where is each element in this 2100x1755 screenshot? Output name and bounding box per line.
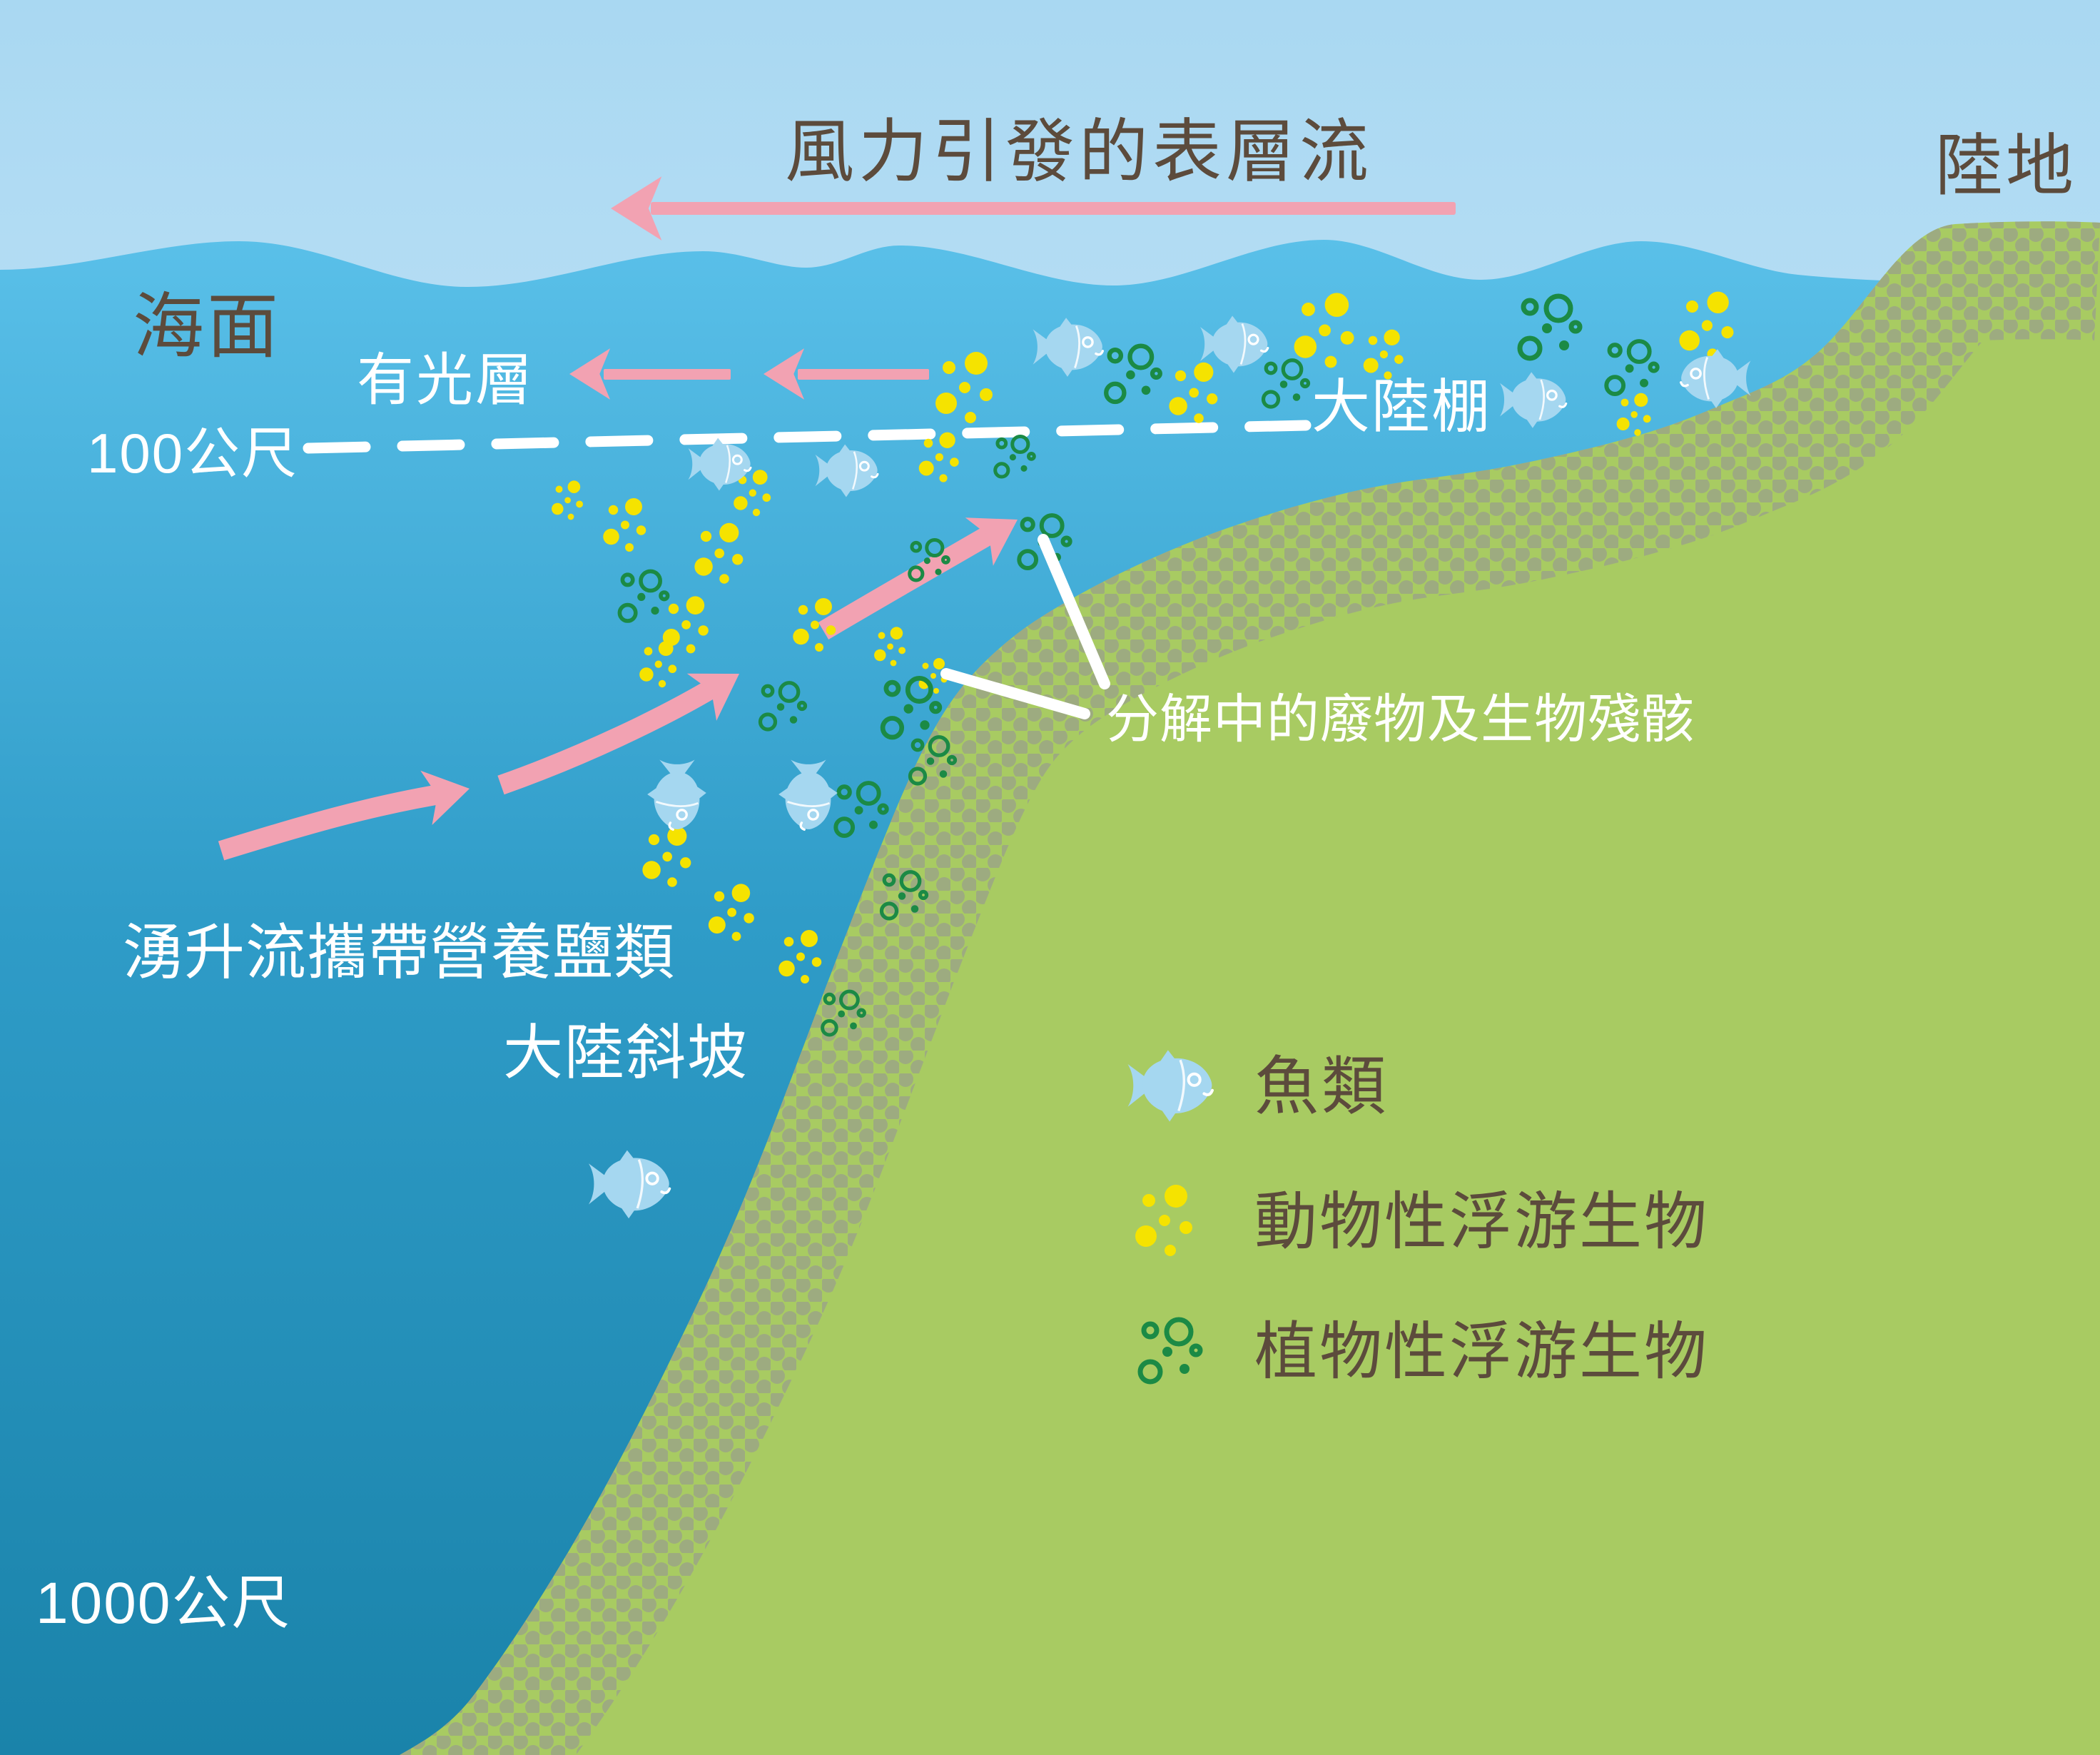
zooplankton-icon (642, 826, 691, 887)
zooplankton-icon (1294, 293, 1354, 368)
phytoplankton-icon (993, 434, 1036, 479)
upwelling-arrow-segment-3 (818, 495, 1032, 640)
zooplankton-icon (778, 930, 822, 983)
upwelling-arrow-segment-2 (497, 649, 754, 795)
label-continental-slope: 大陸斜坡 (503, 1019, 749, 1086)
label-land: 陸地 (1935, 128, 2076, 204)
zooplankton-icon (1169, 362, 1218, 423)
zooplankton-icon (918, 658, 948, 694)
phytoplankton-icon (1137, 1317, 1203, 1385)
zooplankton-icon (734, 470, 771, 517)
phytoplankton-icon (1517, 293, 1583, 361)
zooplankton-icon (708, 884, 754, 941)
phytoplankton-icon (1604, 339, 1660, 396)
phytoplankton-icon (880, 676, 943, 740)
depth-dashed-line (303, 420, 1312, 454)
label-sea-surface: 海面 (133, 287, 281, 367)
zooplankton-icon (935, 352, 993, 423)
phytoplankton-icon (908, 537, 950, 582)
photic-arrow-2 (764, 348, 929, 400)
label-upwelling-nutrients: 湧升流攜帶營養鹽類 (123, 919, 675, 987)
diagram-title: 風力引發的表層流 (785, 113, 1373, 191)
phytoplankton-icon (879, 870, 929, 921)
zooplankton-icon (918, 432, 959, 482)
photic-arrow-1 (569, 348, 731, 400)
pointer-line-2 (940, 668, 1090, 719)
zooplankton-icon (603, 498, 646, 552)
phytoplankton-icon (908, 735, 958, 786)
zooplankton-icon (639, 641, 677, 688)
zooplankton-icon (1679, 291, 1734, 360)
land-mass (400, 221, 2100, 1755)
upwelling-arrow-segment-1 (218, 761, 476, 861)
label-decomposing-debris: 分解中的廢物及生物殘骸 (1106, 689, 1695, 749)
phytoplankton-icon (758, 681, 808, 732)
zooplankton-icon (694, 522, 744, 584)
legend-label-phytoplankton: 植物性浮游生物 (1254, 1316, 1709, 1387)
zooplankton-icon (1135, 1185, 1192, 1256)
legend-label-fish: 魚類 (1254, 1051, 1389, 1123)
zooplankton-icon (1363, 329, 1404, 380)
label-depth-1000m: 1000公尺 (36, 1571, 291, 1636)
phytoplankton-icon (821, 989, 866, 1037)
zooplankton-icon (793, 598, 836, 652)
label-continental-shelf: 大陸棚 (1312, 375, 1491, 440)
phytoplankton-icon (617, 569, 670, 623)
plankton-layer (552, 291, 1734, 1385)
phytoplankton-icon (833, 781, 889, 838)
zooplankton-icon (1616, 393, 1651, 436)
label-depth-100m: 100公尺 (87, 422, 298, 485)
legend-label-zooplankton: 動物性浮游生物 (1254, 1186, 1709, 1257)
phytoplankton-icon (1261, 358, 1311, 409)
pointer-line-1 (1038, 534, 1110, 689)
surface-current-arrow (611, 176, 1456, 241)
phytoplankton-icon (1104, 343, 1162, 405)
zooplankton-icon (874, 627, 906, 667)
zooplankton-icon (552, 480, 584, 520)
label-photic-layer: 有光層 (357, 348, 534, 412)
